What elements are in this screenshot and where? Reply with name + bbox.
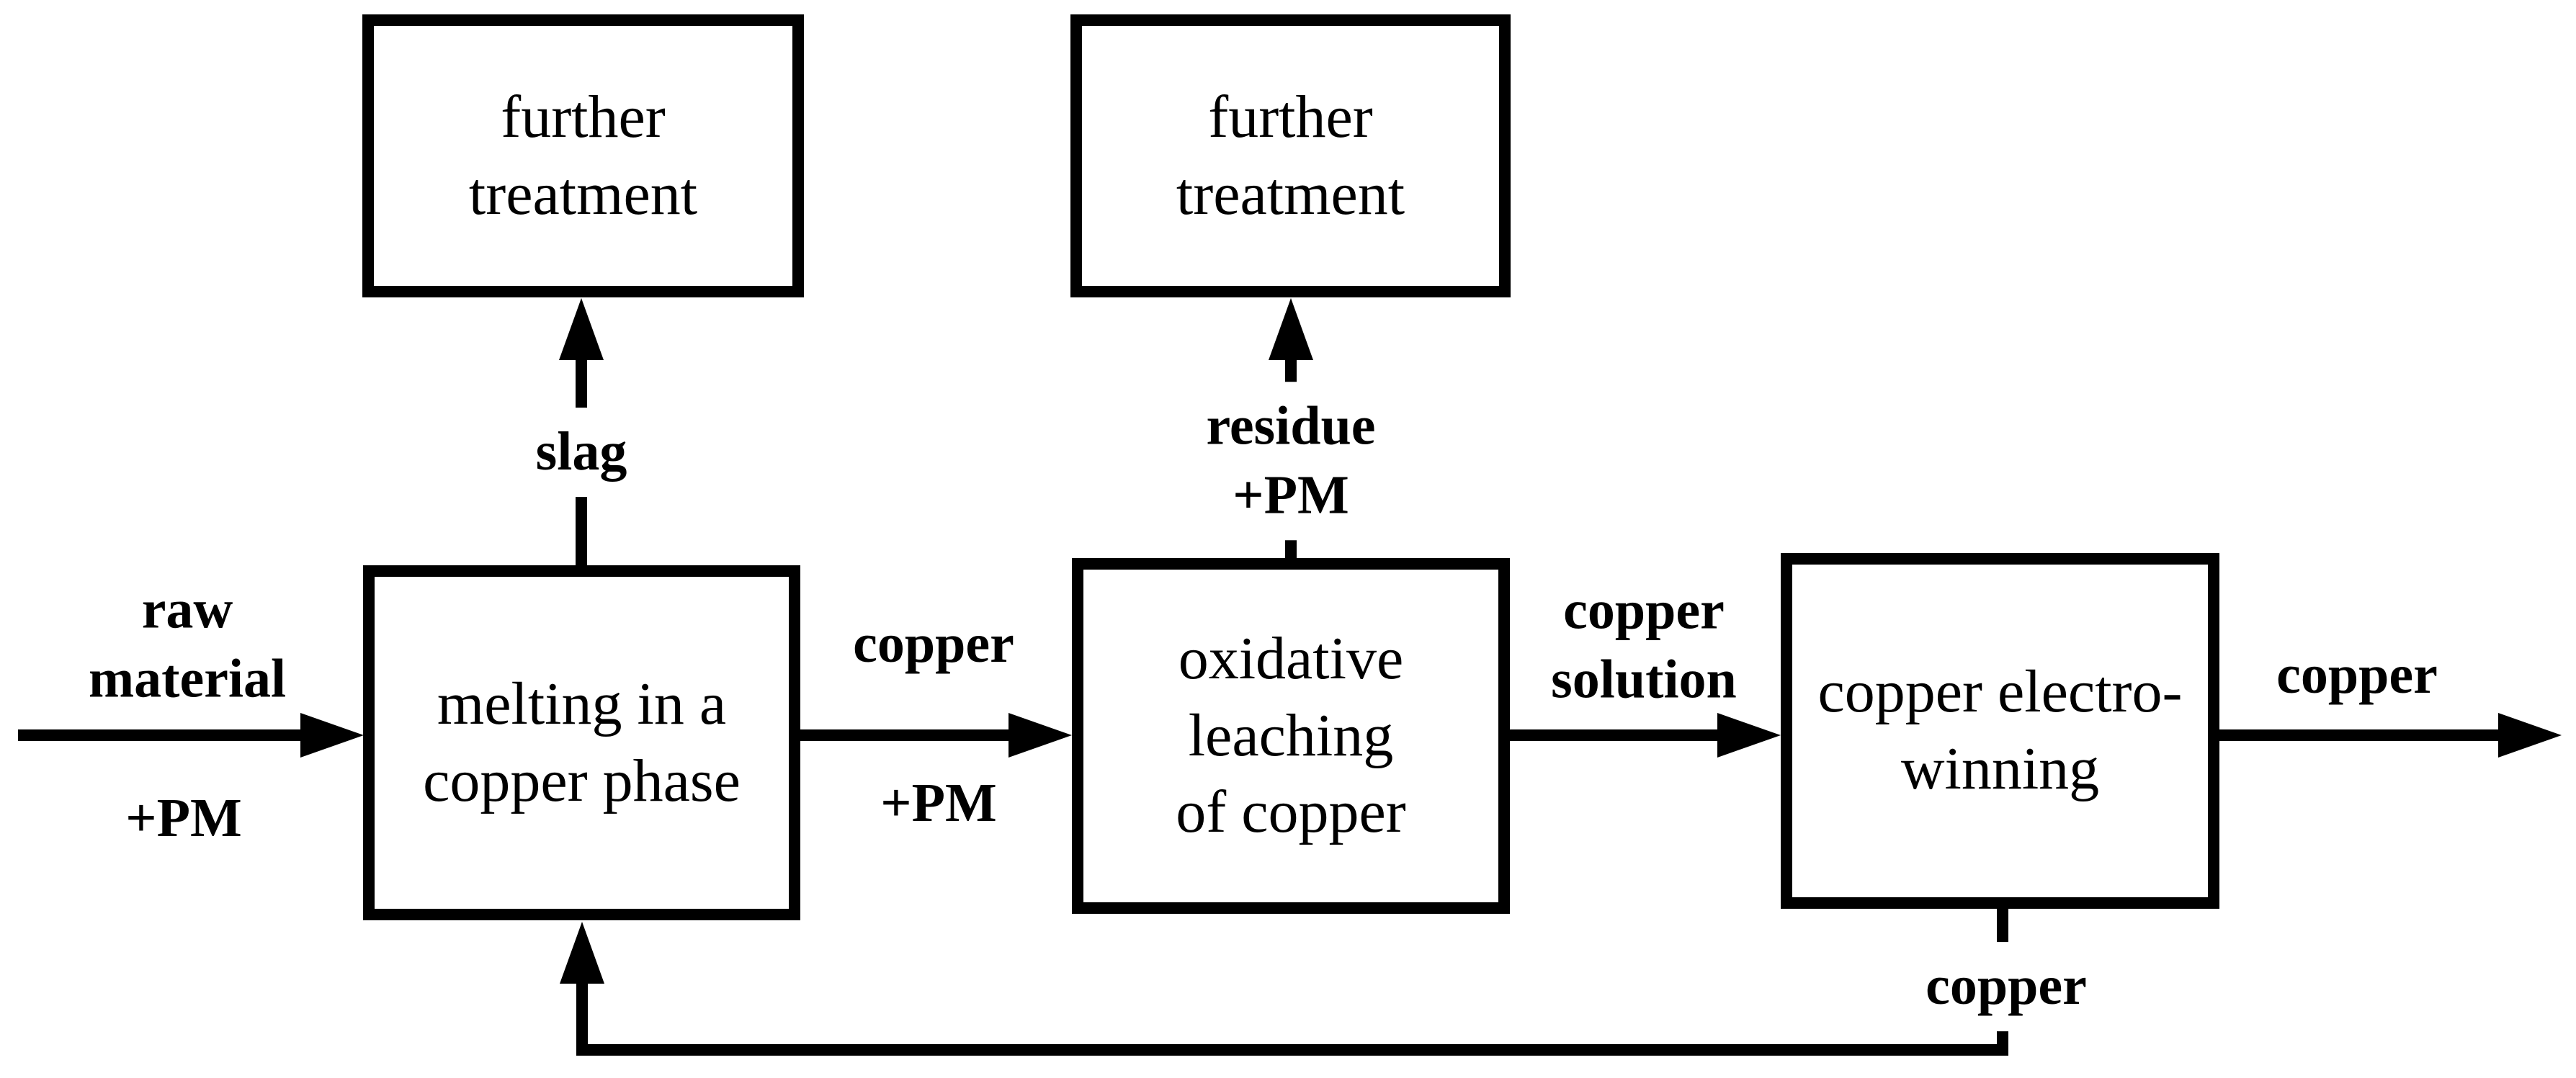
label-input-pm: +PM xyxy=(125,788,242,849)
arrow-shaft xyxy=(1509,729,1717,741)
arrowhead-right-icon xyxy=(1009,713,1072,758)
process-box-electrowinning: copper electro- winning xyxy=(1781,553,2219,909)
arrowhead-right-icon xyxy=(2498,713,2562,758)
label-melt-copper: copper xyxy=(853,614,1014,675)
process-box-leaching: oxidative leaching of copper xyxy=(1072,558,1510,914)
process-box-label: oxidative leaching of copper xyxy=(1176,624,1406,846)
process-box-further-treatment-slag: further treatment xyxy=(362,14,804,297)
recycle-up-segment xyxy=(576,979,588,1056)
arrow-shaft xyxy=(800,729,1009,741)
arrowhead-right-icon xyxy=(1717,713,1781,758)
label-slag: slag xyxy=(516,408,646,497)
arrowhead-up-icon xyxy=(560,922,604,984)
label-copper-solution: copper solution xyxy=(1551,580,1737,709)
process-box-label: further treatment xyxy=(1176,83,1405,228)
arrowhead-up-icon xyxy=(1269,298,1313,360)
process-box-label: copper electro- winning xyxy=(1817,658,2183,802)
label-raw-material: raw material xyxy=(88,579,287,709)
label-melt-pm: +PM xyxy=(880,773,997,834)
arrow-shaft xyxy=(18,729,300,741)
recycle-bottom-segment xyxy=(576,1044,2008,1056)
arrow-shaft xyxy=(2219,729,2498,741)
process-box-label: further treatment xyxy=(468,83,698,228)
label-output-copper: copper xyxy=(2276,644,2438,706)
label-recycle-copper: copper xyxy=(1907,942,2106,1031)
process-box-further-treatment-residue: further treatment xyxy=(1070,14,1511,297)
arrowhead-up-icon xyxy=(559,298,604,360)
label-residue-pm: residue +PM xyxy=(1187,382,1395,540)
arrowhead-right-icon xyxy=(300,713,364,758)
process-box-melting: melting in a copper phase xyxy=(363,565,800,920)
process-box-label: melting in a copper phase xyxy=(423,670,741,814)
